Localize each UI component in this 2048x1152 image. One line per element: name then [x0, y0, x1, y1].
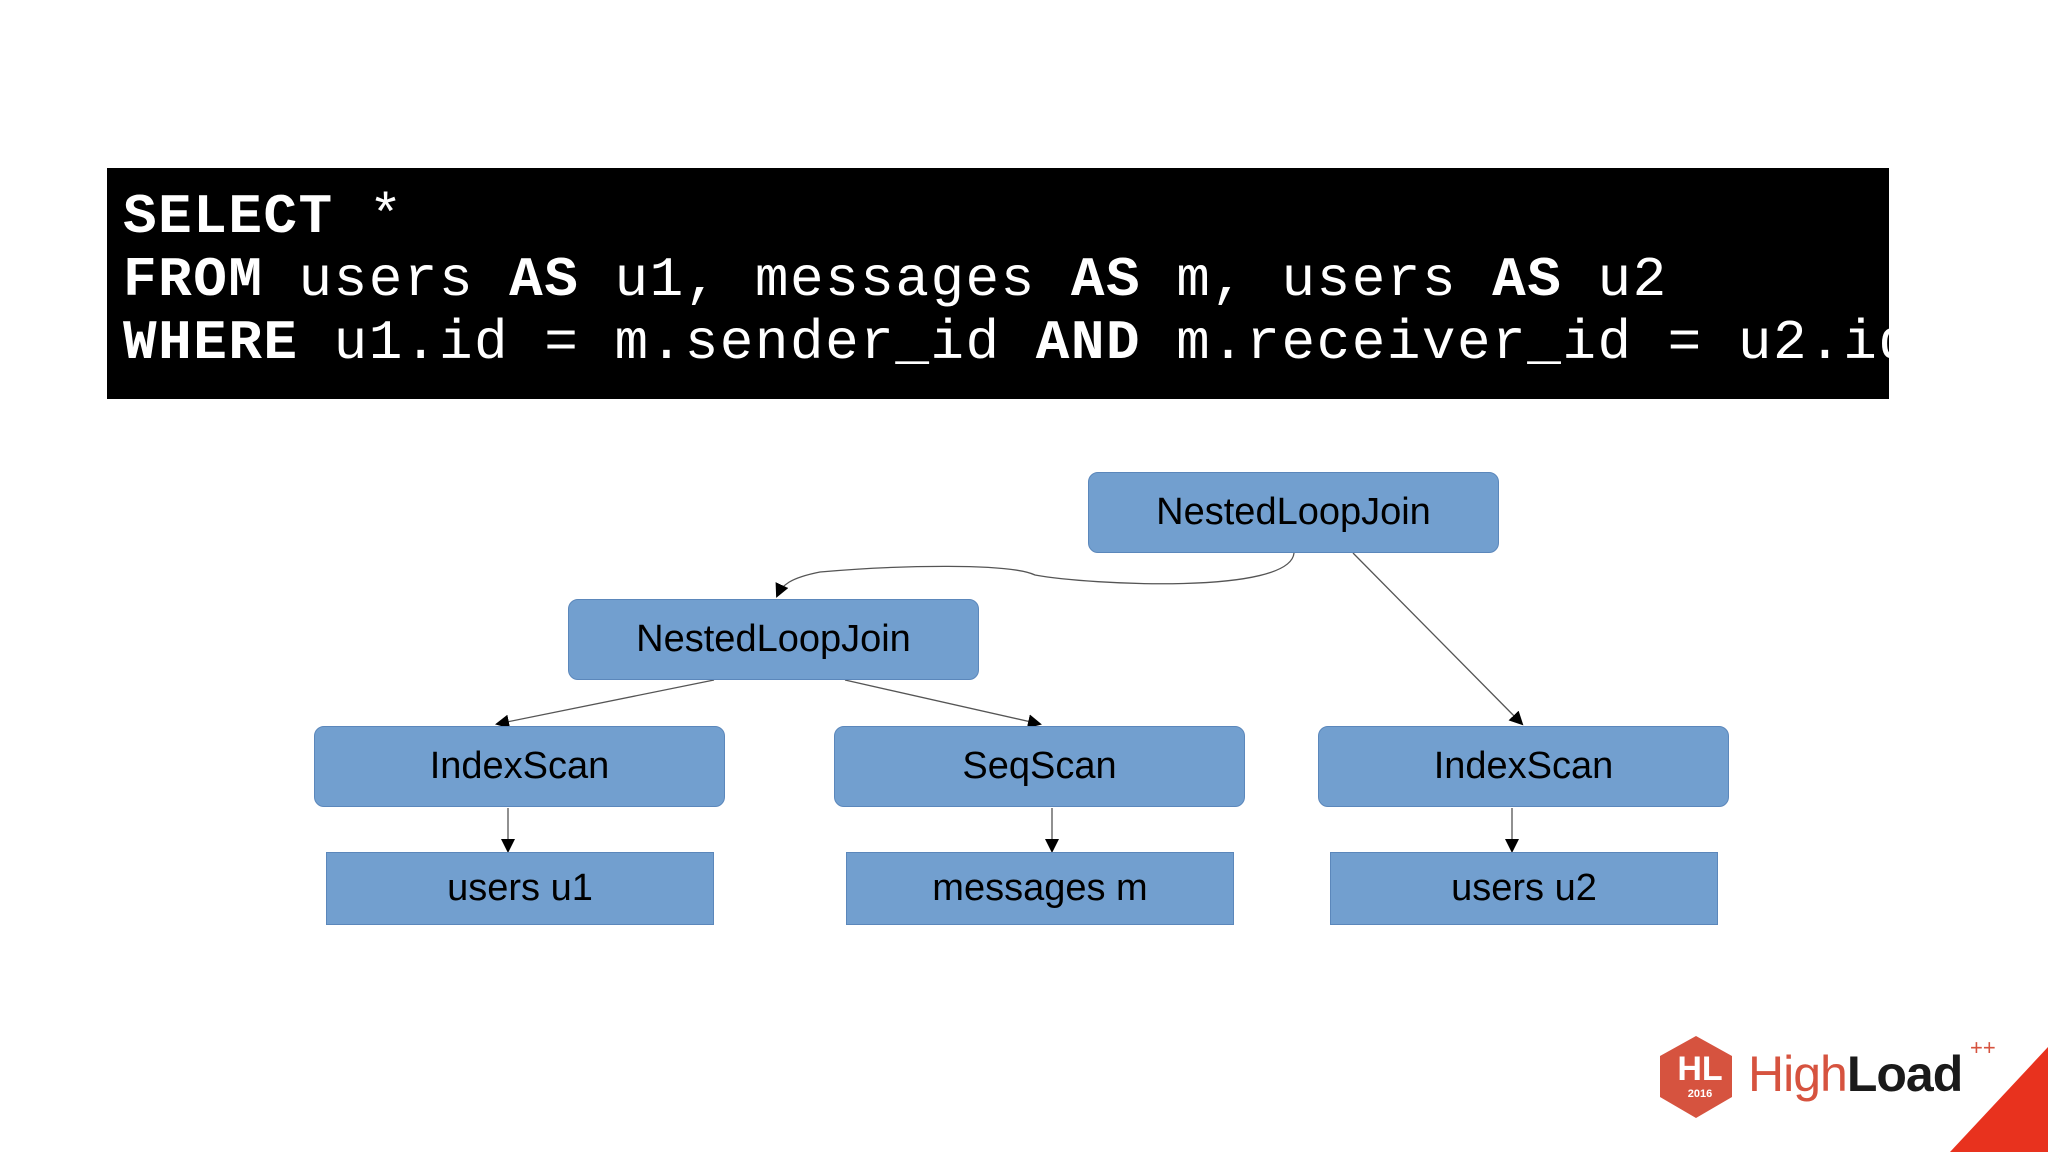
edge-root-to-scan-right — [1352, 552, 1524, 726]
sql-line-2: FROM users AS u1, messages AS m, users A… — [123, 249, 1889, 312]
sql-keyword: AND — [1035, 311, 1142, 375]
node-scan-right: IndexScan — [1318, 726, 1729, 807]
logo-name-bold: Load — [1846, 1046, 1963, 1102]
sql-keyword: FROM — [123, 248, 264, 312]
logo-superscript: ++ — [1970, 1035, 1996, 1060]
sql-keyword: WHERE — [123, 311, 299, 375]
edge-root-to-inner-join — [775, 552, 1295, 598]
node-inner-nested-loop-join: NestedLoopJoin — [568, 599, 979, 680]
sql-code-block: SELECT * FROM users AS u1, messages AS m… — [107, 168, 1947, 399]
edge-inner-join-to-scan-middle — [844, 679, 1042, 729]
sql-text: u1.id = m.sender_id — [298, 311, 1036, 375]
sql-line-3: WHERE u1.id = m.sender_id AND m.receiver… — [123, 311, 1947, 375]
logo-name-light: High — [1748, 1046, 1848, 1102]
node-table-left: users u1 — [326, 852, 714, 925]
sql-text: u2 — [1562, 248, 1668, 312]
corner-triangle — [1950, 1047, 2048, 1152]
edge-inner-join-to-scan-left — [495, 679, 715, 729]
sql-text: m, users — [1141, 248, 1493, 312]
node-scan-middle: SeqScan — [834, 726, 1245, 807]
logo-year: 2016 — [1687, 1088, 1713, 1100]
node-table-right: users u2 — [1330, 852, 1718, 925]
sql-text: m.receiver_id = u2.id; — [1141, 311, 1949, 375]
logo-wordmark: HighLoad — [1748, 1045, 1963, 1103]
highload-logo — [1660, 1036, 2048, 1152]
logo-hexagon-icon — [1660, 1036, 1732, 1118]
sql-keyword: AS — [1492, 248, 1563, 312]
sql-keyword: SELECT — [123, 185, 334, 249]
sql-line-1: SELECT * — [123, 186, 1889, 249]
node-table-middle: messages m — [846, 852, 1234, 925]
sql-text: u1, messages — [579, 248, 1071, 312]
sql-text: users — [263, 248, 510, 312]
sql-keyword: AS — [509, 248, 580, 312]
sql-text: * — [333, 185, 404, 249]
logo-mark: HL — [1677, 1050, 1723, 1088]
sql-keyword: AS — [1070, 248, 1142, 312]
node-scan-left: IndexScan — [314, 726, 725, 807]
node-root-nested-loop-join: NestedLoopJoin — [1088, 472, 1499, 553]
